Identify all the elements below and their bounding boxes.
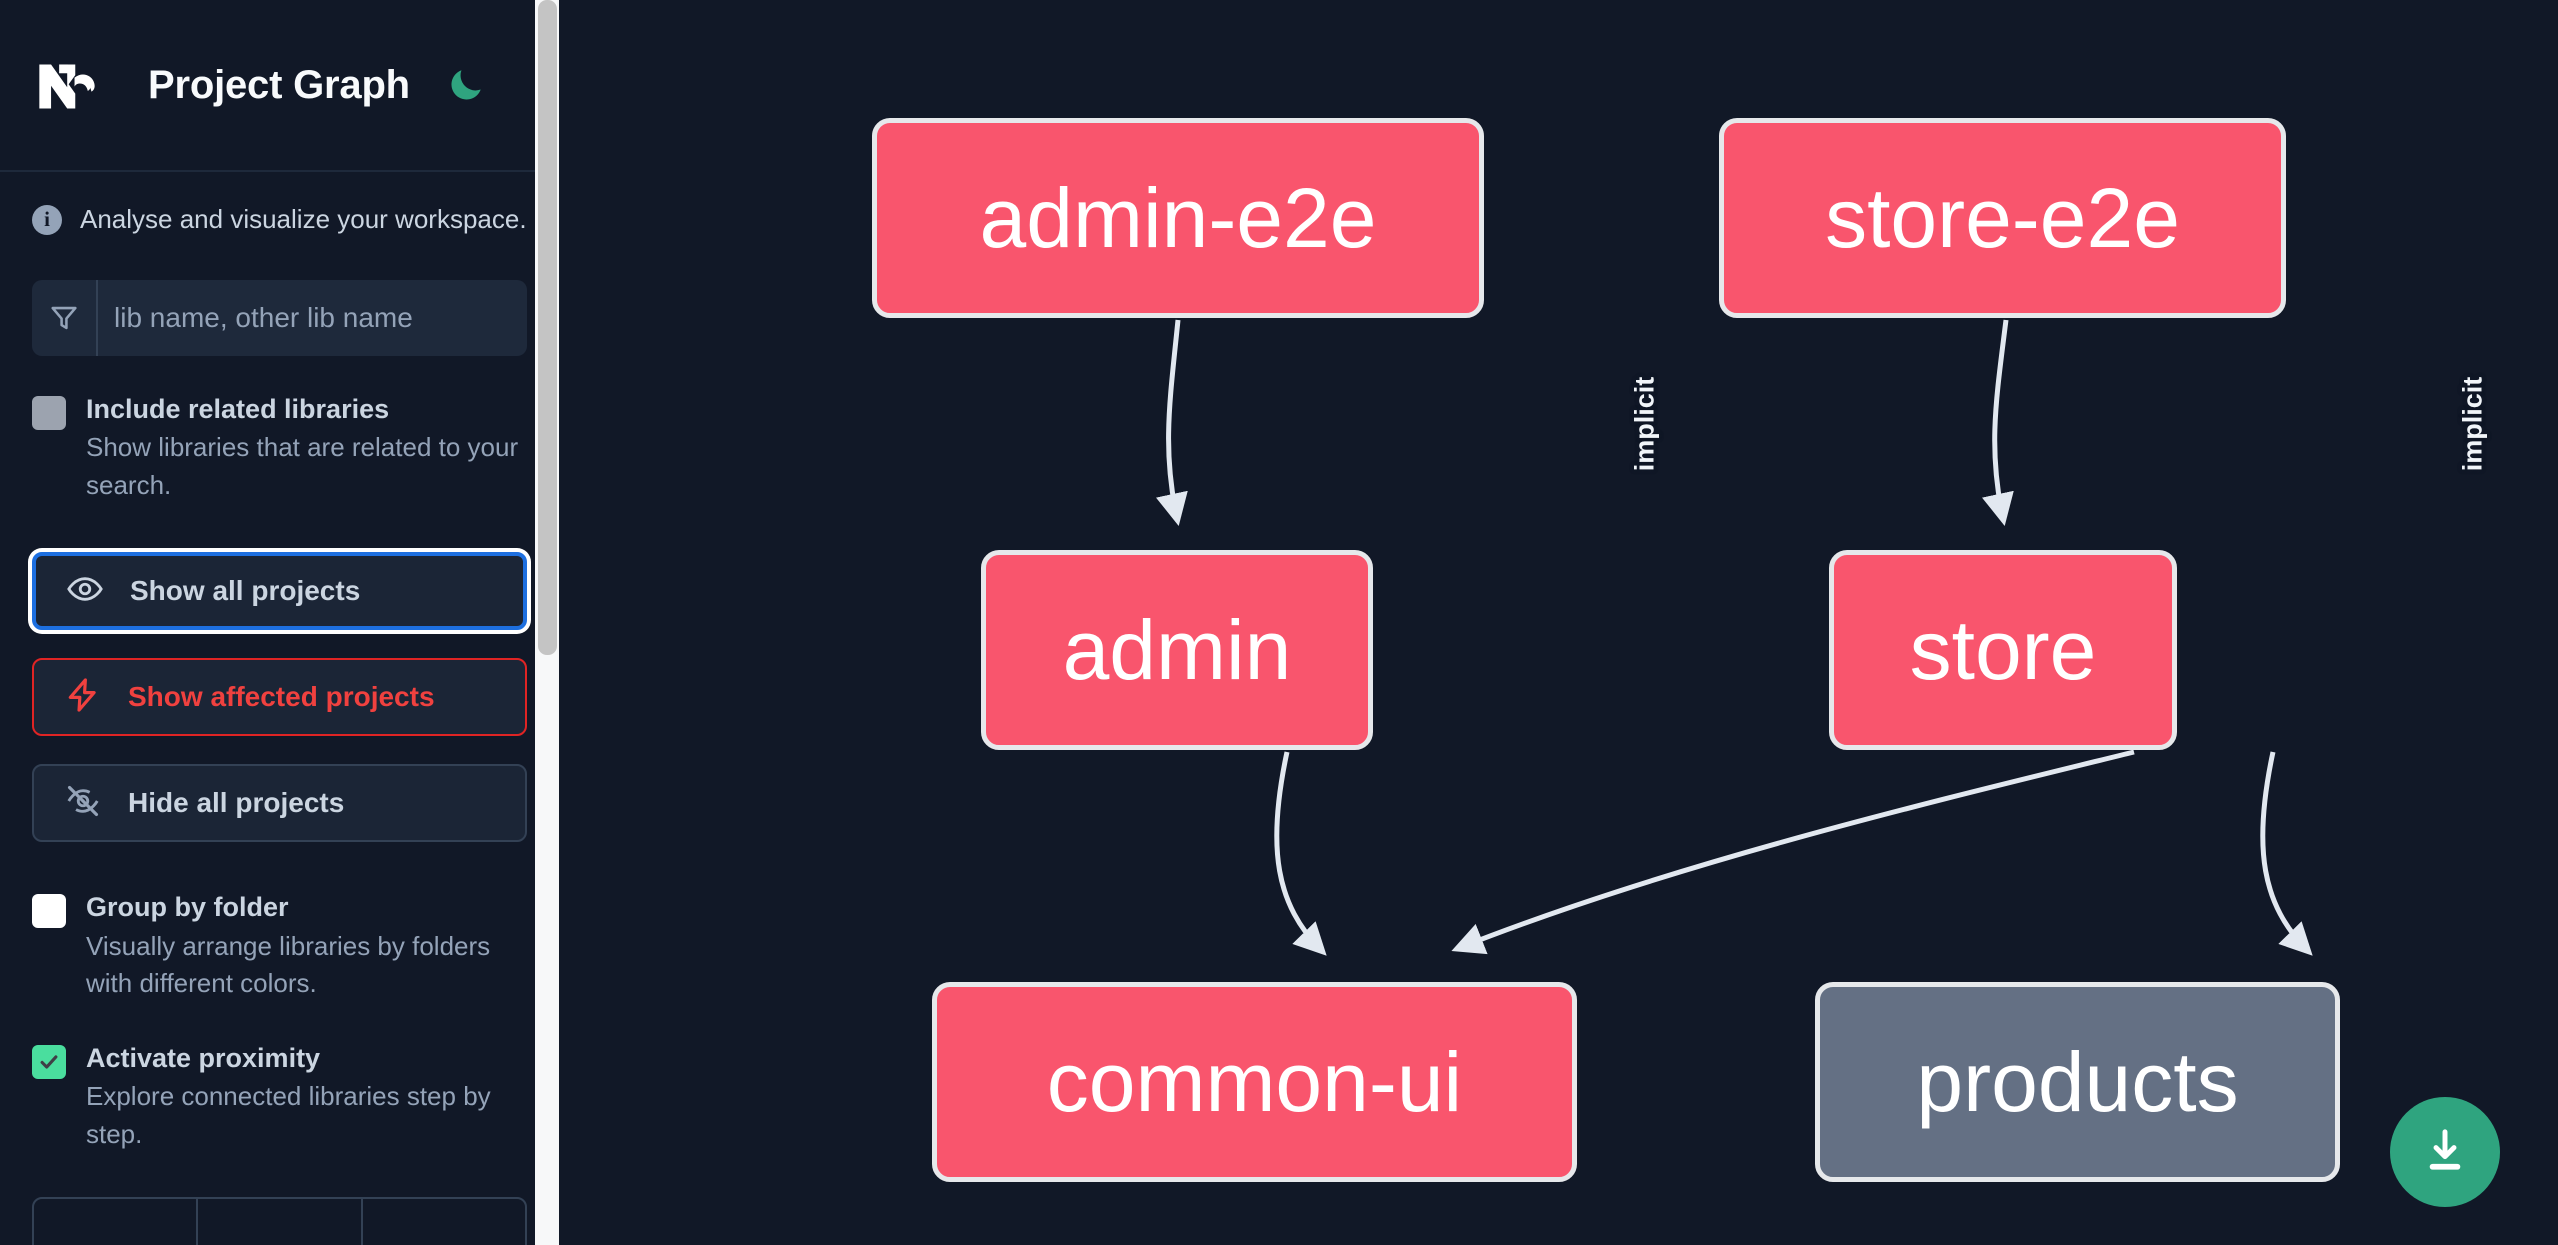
edge-store-to-products [2260, 751, 2313, 956]
graph-node-store[interactable]: store [1829, 550, 2177, 750]
checkbox-label: Group by folder [86, 892, 289, 923]
show-affected-projects-label: Show affected projects [128, 681, 435, 713]
tagline-text: Analyse and visualize your workspace. [80, 204, 527, 234]
graph-node-products[interactable]: products [1815, 982, 2340, 1182]
checkbox-box-activate-proximity[interactable] [32, 1044, 66, 1079]
checkbox-activate-proximity[interactable]: Activate proximity Explore connected lib… [32, 1041, 527, 1153]
graph-node-admin[interactable]: admin [981, 550, 1373, 750]
segmented-control[interactable] [32, 1197, 527, 1245]
info-icon: i [32, 204, 62, 235]
checkbox-description: Show libraries that are related to your … [86, 432, 519, 500]
hide-all-projects-button[interactable]: Hide all projects [32, 764, 527, 843]
edge-store-e2e-to-store [1982, 319, 2014, 526]
show-affected-projects-button[interactable]: Show affected projects [32, 658, 527, 737]
download-icon [2418, 1124, 2472, 1181]
eye-off-icon [64, 782, 102, 825]
node-label: admin-e2e [979, 170, 1377, 265]
tagline: i Analyse and visualize your workspace. [32, 204, 527, 235]
node-label: store [1909, 602, 2097, 697]
checkbox-include-related-libraries[interactable]: Include related libraries Show libraries… [32, 392, 527, 504]
checkbox-texts: Group by folder Visually arrange librari… [86, 890, 527, 1002]
checkbox-description: Explore connected libraries step by step… [86, 1081, 491, 1149]
node-label: store-e2e [1825, 170, 2180, 265]
filter-icon [32, 280, 98, 356]
sidebar-header: Project Graph [0, 0, 559, 172]
checkbox-label: Activate proximity [86, 1042, 321, 1073]
hide-all-projects-label: Hide all projects [128, 787, 345, 819]
check-icon [40, 1055, 58, 1069]
sidebar-scrollbar-thumb[interactable] [538, 0, 557, 655]
segment-2[interactable] [198, 1199, 363, 1245]
lightning-icon [64, 676, 102, 719]
edge-label-implicit-store: implicit [2457, 376, 2488, 472]
moon-icon[interactable] [444, 63, 488, 107]
search-input[interactable] [98, 280, 527, 356]
edge-label-implicit-admin: implicit [1629, 376, 1660, 472]
sidebar-body: i Analyse and visualize your workspace. … [0, 204, 559, 1245]
checkbox-texts: Include related libraries Show libraries… [86, 392, 527, 504]
sidebar: Project Graph i Analyse and visualize yo… [0, 0, 559, 1245]
checkbox-texts: Activate proximity Explore connected lib… [86, 1041, 527, 1153]
checkbox-label: Include related libraries [86, 394, 390, 424]
search-row [32, 280, 527, 356]
project-visibility-buttons: Show all projects Show affected projects [32, 552, 527, 843]
node-label: products [1916, 1034, 2239, 1129]
graph-node-common-ui[interactable]: common-ui [932, 982, 1577, 1182]
graph-canvas[interactable]: implicit implicit admin-e2e store-e2e ad… [559, 0, 2558, 1245]
graph-node-store-e2e[interactable]: store-e2e [1719, 118, 2286, 318]
download-image-button[interactable] [2390, 1097, 2500, 1207]
page-title: Project Graph [148, 62, 410, 107]
show-all-projects-button[interactable]: Show all projects [32, 552, 527, 631]
edge-admin-to-common-ui [1274, 751, 1327, 956]
segment-3[interactable] [363, 1199, 525, 1245]
show-all-projects-label: Show all projects [130, 575, 361, 607]
eye-icon [66, 570, 104, 613]
node-label: admin [1062, 602, 1292, 697]
sidebar-scrollbar[interactable] [535, 0, 559, 1245]
segment-1[interactable] [34, 1199, 199, 1245]
edge-store-to-common-ui [1451, 749, 2135, 955]
nx-logo-icon [32, 53, 120, 117]
checkbox-box-include-related-libraries[interactable] [32, 396, 66, 430]
checkbox-group-by-folder[interactable]: Group by folder Visually arrange librari… [32, 890, 527, 1002]
graph-node-admin-e2e[interactable]: admin-e2e [872, 118, 1484, 318]
node-label: common-ui [1046, 1034, 1463, 1129]
checkbox-box-group-by-folder[interactable] [32, 894, 66, 929]
edge-admin-e2e-to-admin [1156, 319, 1188, 526]
checkbox-description: Visually arrange libraries by folders wi… [86, 930, 491, 999]
